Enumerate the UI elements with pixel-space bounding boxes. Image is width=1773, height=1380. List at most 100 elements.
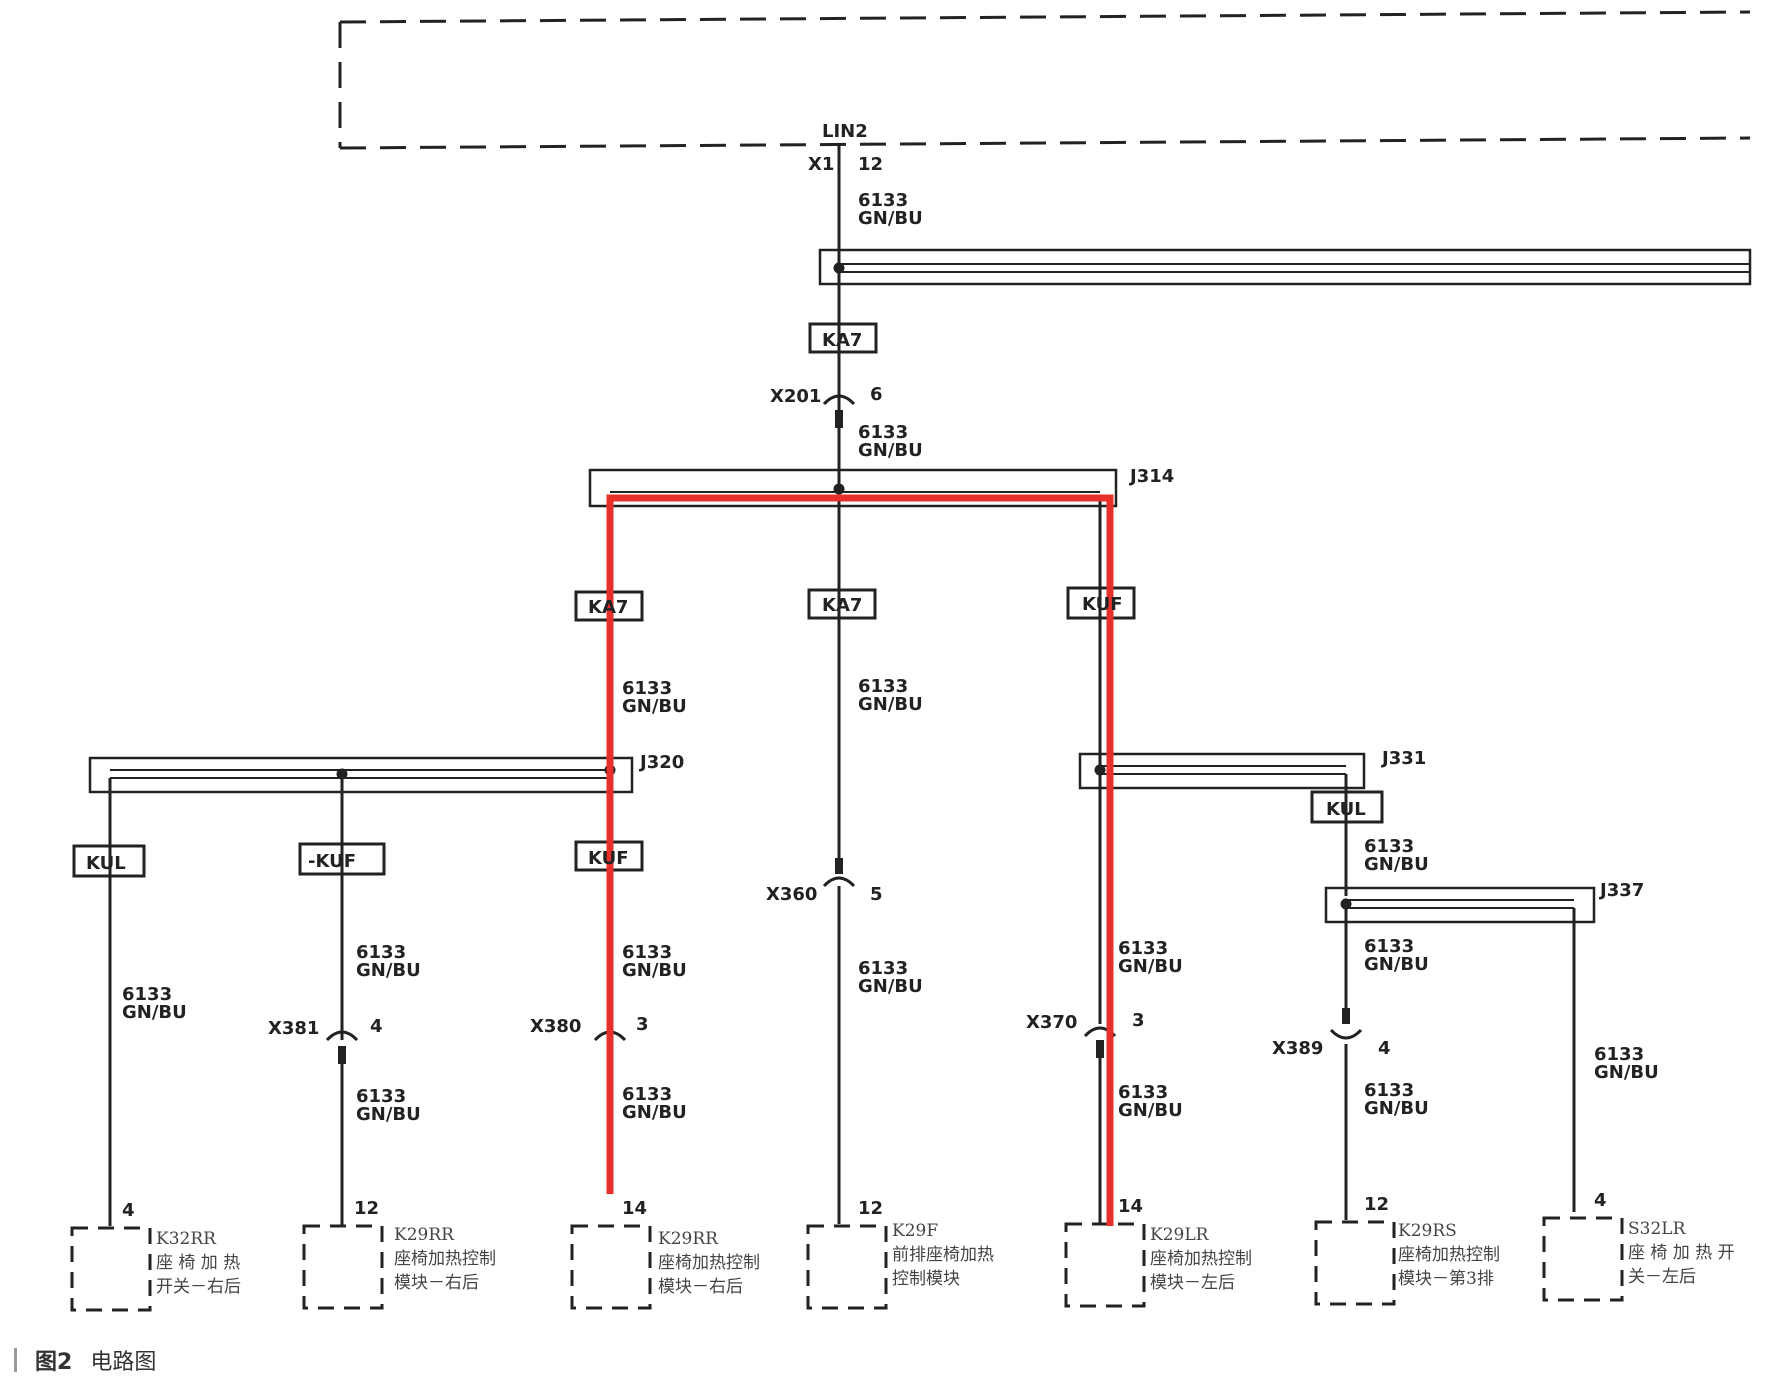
kul-left-label: KUL xyxy=(86,853,126,874)
svg-text:6133: 6133 xyxy=(1364,1080,1414,1101)
module-k29rs-desc: K29RS 座椅加热控制 模块－第3排 xyxy=(1398,1221,1500,1289)
module-k32rr-desc: K32RR 座 椅 加 热 开关－右后 xyxy=(156,1229,241,1297)
module-pin-4: 12 xyxy=(858,1198,883,1219)
x360-label: X360 xyxy=(766,884,817,905)
x370-label: X370 xyxy=(1026,1012,1077,1033)
svg-text:GN/BU: GN/BU xyxy=(1118,956,1183,977)
svg-text:GN/BU: GN/BU xyxy=(622,1102,687,1123)
x389-pin: 4 xyxy=(1378,1038,1391,1059)
svg-text:座椅加热控制: 座椅加热控制 xyxy=(1150,1249,1252,1269)
j314-splice xyxy=(588,468,1118,508)
svg-text:6133: 6133 xyxy=(122,984,172,1005)
svg-text:6133: 6133 xyxy=(1364,936,1414,957)
kuf-left-label: -KUF xyxy=(308,851,356,872)
j331-splice xyxy=(1078,752,1366,790)
svg-text:模块－第3排: 模块－第3排 xyxy=(1398,1269,1494,1289)
top-module-box xyxy=(338,10,1751,150)
x389-label: X389 xyxy=(1272,1038,1323,1059)
svg-text:GN/BU: GN/BU xyxy=(858,208,923,229)
module-pin-1: 4 xyxy=(122,1200,135,1221)
kuf-left-box xyxy=(298,842,386,876)
svg-text:6133: 6133 xyxy=(858,958,908,979)
svg-text:GN/BU: GN/BU xyxy=(1364,1098,1429,1119)
svg-text:GN/BU: GN/BU xyxy=(1594,1062,1659,1083)
x389-connector-symbol xyxy=(1329,1028,1363,1040)
figure-caption: 图2 电路图 xyxy=(14,1344,156,1376)
module-pin-3: 14 xyxy=(622,1198,647,1219)
svg-text:GN/BU: GN/BU xyxy=(622,960,687,981)
module-s32lr-desc: S32LR 座 椅 加 热 开 关－左后 xyxy=(1628,1219,1735,1287)
svg-text:座椅加热控制: 座椅加热控制 xyxy=(658,1253,760,1273)
ka7-left-label: KA7 xyxy=(588,597,628,618)
svg-text:6133: 6133 xyxy=(858,676,908,697)
svg-text:6133: 6133 xyxy=(622,1084,672,1105)
module-pin-6: 12 xyxy=(1364,1194,1389,1215)
svg-text:6133: 6133 xyxy=(858,190,908,211)
svg-text:6133: 6133 xyxy=(356,942,406,963)
svg-text:GN/BU: GN/BU xyxy=(356,1104,421,1125)
j337-label: J337 xyxy=(1598,880,1644,901)
svg-text:GN/BU: GN/BU xyxy=(858,440,923,461)
highlight-path xyxy=(606,494,1114,1226)
module-k29lr-desc: K29LR 座椅加热控制 模块－左后 xyxy=(1150,1225,1252,1293)
svg-text:GN/BU: GN/BU xyxy=(622,696,687,717)
module-box-k29f xyxy=(806,1224,888,1310)
svg-text:GN/BU: GN/BU xyxy=(1118,1100,1183,1121)
x380-label: X380 xyxy=(530,1016,581,1037)
module-pin-7: 4 xyxy=(1594,1190,1607,1211)
j331-label: J331 xyxy=(1380,748,1426,769)
j320-label: J320 xyxy=(638,752,684,773)
kul-right-box xyxy=(1310,790,1384,824)
svg-text:K29RR: K29RR xyxy=(658,1229,719,1249)
module-k29rr-a-desc: K29RR 座椅加热控制 模块－右后 xyxy=(394,1225,496,1293)
svg-text:6133: 6133 xyxy=(622,942,672,963)
caption-bar xyxy=(14,1348,17,1372)
module-box-k29lr xyxy=(1064,1222,1146,1308)
x370-pin: 3 xyxy=(1132,1010,1145,1031)
module-k29f-desc: K29F 前排座椅加热 控制模块 xyxy=(892,1221,994,1289)
svg-text:K29LR: K29LR xyxy=(1150,1225,1210,1245)
kuf-right-label: KUF xyxy=(1082,594,1123,615)
kul-left-box xyxy=(72,844,146,878)
svg-text:GN/BU: GN/BU xyxy=(858,694,923,715)
svg-text:6133: 6133 xyxy=(1118,1082,1168,1103)
svg-text:关－左后: 关－左后 xyxy=(1628,1267,1696,1287)
j314-label: J314 xyxy=(1128,466,1174,487)
x201-connector-symbol xyxy=(822,394,856,406)
x201-label: X201 xyxy=(770,386,821,407)
svg-text:6133: 6133 xyxy=(1118,938,1168,959)
svg-text:K29F: K29F xyxy=(892,1221,938,1241)
x1-pin-label: 12 xyxy=(858,154,883,175)
svg-text:6133: 6133 xyxy=(356,1086,406,1107)
svg-text:GN/BU: GN/BU xyxy=(1364,954,1429,975)
svg-text:模块－左后: 模块－左后 xyxy=(1150,1273,1235,1293)
svg-text:GN/BU: GN/BU xyxy=(122,1002,187,1023)
svg-text:开关－右后: 开关－右后 xyxy=(156,1277,241,1297)
top-splice-box xyxy=(818,248,1752,286)
svg-text:座 椅 加 热 开: 座 椅 加 热 开 xyxy=(1628,1243,1735,1263)
kuf-right-box xyxy=(1066,586,1136,620)
svg-text:GN/BU: GN/BU xyxy=(858,976,923,997)
j337-splice xyxy=(1324,886,1596,924)
svg-text:座 椅 加 热: 座 椅 加 热 xyxy=(156,1253,240,1273)
module-box-k29rs xyxy=(1314,1220,1396,1306)
svg-text:GN/BU: GN/BU xyxy=(1364,854,1429,875)
svg-text:前排座椅加热: 前排座椅加热 xyxy=(892,1245,994,1265)
ka7-center-box xyxy=(807,588,877,620)
svg-text:6133: 6133 xyxy=(1364,836,1414,857)
